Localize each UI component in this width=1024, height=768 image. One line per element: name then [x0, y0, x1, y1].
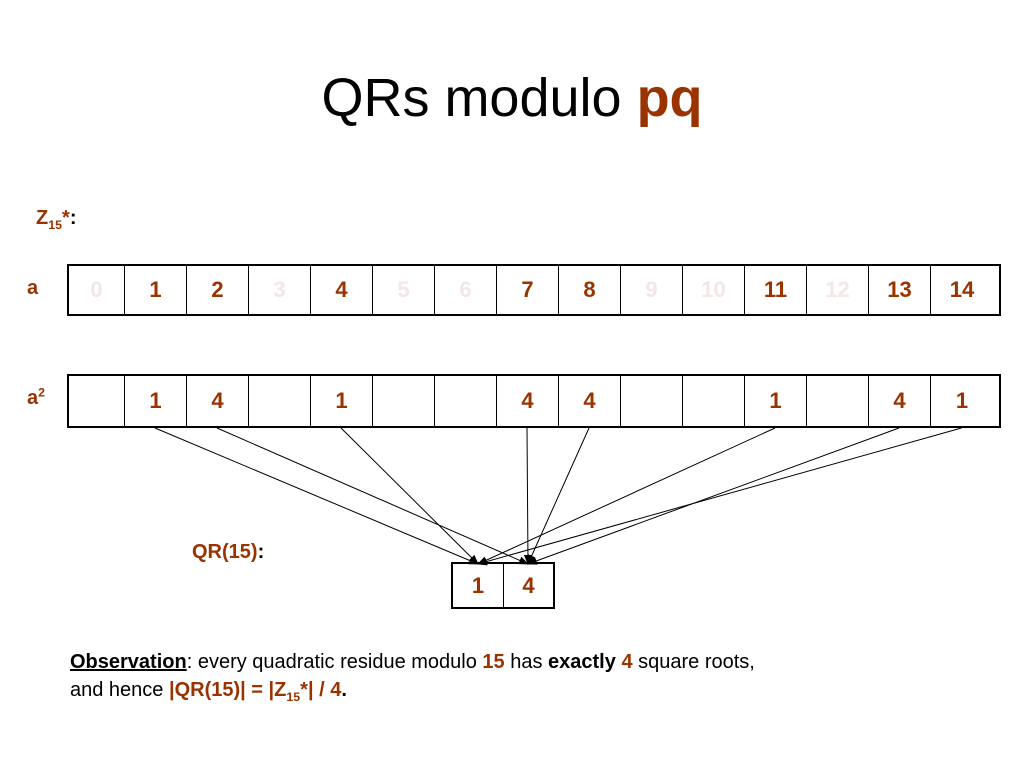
observation-formula-sub: 15 [286, 690, 301, 704]
qr-label-text: QR(15) [192, 541, 258, 563]
observation-line2-start: and hence [70, 679, 169, 701]
row-a2-cell [806, 376, 868, 426]
row-a2-cell [434, 376, 496, 426]
row-a-cell: 7 [496, 266, 558, 314]
row-a-cell: 4 [310, 266, 372, 314]
observation-exactly: exactly [548, 651, 616, 673]
row-a2-cell: 4 [868, 376, 930, 426]
qr-label: QR(15): [192, 540, 264, 564]
row-a-cell: 12 [806, 266, 868, 314]
row-a2-label-sup: 2 [38, 385, 46, 400]
row-a-cell: 11 [744, 266, 806, 314]
row-a-cell: 9 [620, 266, 682, 314]
group-label-sub: 15 [48, 218, 63, 232]
row-a-cell: 3 [248, 266, 310, 314]
observation-clause-1: : every quadratic residue modulo [186, 651, 483, 673]
observation-modulus: 15 [482, 651, 505, 673]
row-a-cell: 0 [90, 277, 103, 302]
mapping-arrow [477, 427, 776, 565]
observation-formula: |QR(15)| = |Z15*| / 4 [168, 679, 342, 704]
observation-rest: square roots, [632, 651, 755, 673]
row-a2-cell [682, 376, 744, 426]
row-a-cell: 14 [930, 266, 993, 314]
mapping-arrow [527, 427, 900, 565]
observation-has: has [504, 651, 549, 673]
row-a2-cell: 4 [186, 376, 248, 426]
group-label-base: Z [36, 207, 49, 229]
row-a-cell: 10 [682, 266, 744, 314]
row-a-label: a [27, 277, 39, 299]
observation-formula-start: |QR(15)| = |Z [168, 679, 287, 701]
qr-cell: 1 [471, 572, 485, 598]
mapping-arrow [477, 427, 962, 566]
qr-label-colon: : [257, 541, 265, 563]
observation-formula-end: *| / 4 [300, 679, 342, 701]
row-a2-cell: 1 [124, 376, 186, 426]
row-a2-cell [69, 376, 124, 426]
row-a2-label: a2 [27, 386, 45, 410]
mapping-arrow [523, 427, 532, 565]
mapping-arrow [527, 427, 590, 565]
observation-text: Observation: every quadratic residue mod… [70, 648, 990, 704]
row-a-cell: 2 [186, 266, 248, 314]
observation-heading: Observation [70, 651, 187, 673]
group-label: Z15*: [36, 206, 77, 232]
observation-period: . [341, 679, 347, 701]
group-label-tail: * [62, 207, 70, 229]
observation-count: 4 [621, 651, 633, 673]
row-a2-cell: 1 [744, 376, 806, 426]
title-prefix: QRs modulo [321, 68, 637, 128]
row-a2-cell: 1 [310, 376, 372, 426]
row-a-cell: 5 [372, 266, 434, 314]
row-a2-cell: 4 [558, 376, 620, 426]
row-a2-cell [248, 376, 310, 426]
row-a2-label-base: a [27, 387, 39, 409]
row-a2-cell [620, 376, 682, 426]
row-a2-cell: 1 [930, 376, 993, 426]
group-label-colon: : [69, 207, 77, 229]
row-a-cell: 13 [868, 266, 930, 314]
qr-cell: 4 [503, 564, 553, 607]
mapping-arrow [340, 427, 479, 565]
slide-title: QRs modulo pq [0, 62, 1024, 134]
title-emphasis: pq [636, 68, 703, 128]
row-a2-cell: 4 [496, 376, 558, 426]
row-a2-cell [372, 376, 434, 426]
row-a-cell: 1 [124, 266, 186, 314]
row-a-cell: 8 [558, 266, 620, 314]
row-a-cell: 6 [434, 266, 496, 314]
